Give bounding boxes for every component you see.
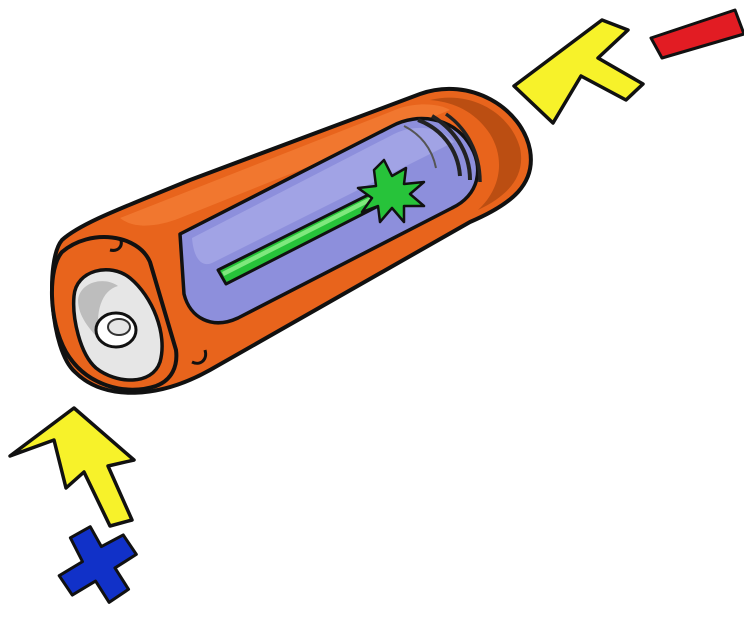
yellow-arrow-icon [514, 20, 643, 123]
plus-sign-icon [50, 518, 146, 613]
minus-sign-icon [651, 10, 744, 58]
battery-icon [52, 89, 531, 393]
yellow-arrow-icon [10, 408, 134, 526]
